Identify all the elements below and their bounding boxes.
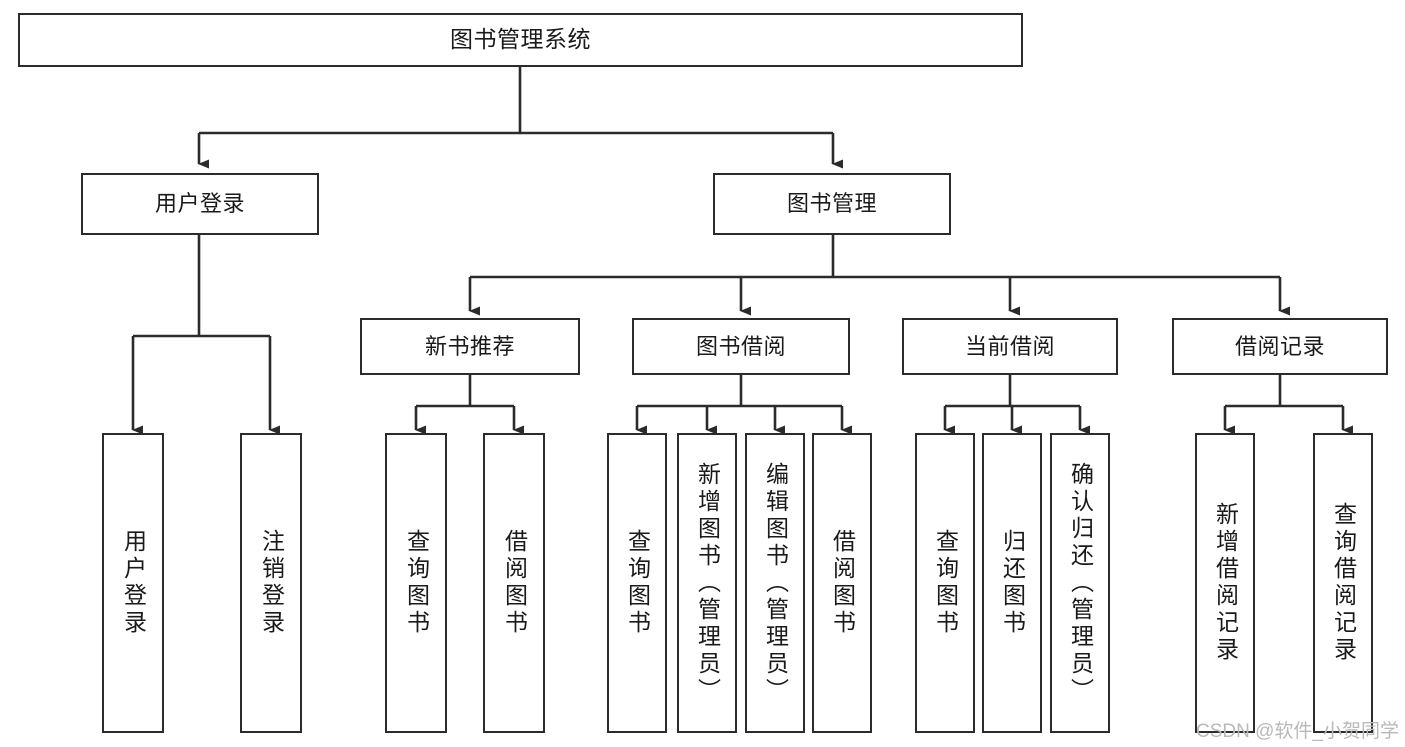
leaf-book-borrow-lend[interactable]: 借阅图书 (812, 433, 872, 733)
node-label: 图书管理 (786, 191, 877, 217)
node-label: 用户登录 (154, 191, 245, 217)
leaf-current-borrow-confirm-return[interactable]: 确认归还（管理员） (1050, 433, 1110, 733)
node-label: 借阅图书 (829, 529, 856, 637)
node-new-book-recommend[interactable]: 新书推荐 (360, 318, 580, 375)
node-label: 归还图书 (999, 529, 1026, 637)
node-book-borrow[interactable]: 图书借阅 (632, 318, 850, 375)
watermark: CSDN @软件_小贺同学 (1196, 721, 1399, 742)
node-label: 当前借阅 (964, 333, 1055, 359)
node-label: 图书借阅 (695, 333, 786, 359)
leaf-new-book-query[interactable]: 查询图书 (385, 433, 447, 733)
node-label: 图书管理系统 (450, 26, 591, 53)
leaf-user-login-signout[interactable]: 注销登录 (240, 433, 302, 733)
node-root-system[interactable]: 图书管理系统 (18, 13, 1023, 67)
node-borrow-record[interactable]: 借阅记录 (1172, 318, 1388, 375)
leaf-book-borrow-query[interactable]: 查询图书 (607, 433, 667, 733)
leaf-borrow-record-add[interactable]: 新增借阅记录 (1195, 433, 1255, 733)
node-label: 借阅记录 (1234, 333, 1325, 359)
node-label: 用户登录 (120, 529, 147, 637)
node-label: 借阅图书 (501, 529, 528, 637)
node-label: 查询借阅记录 (1330, 502, 1357, 664)
leaf-book-borrow-add[interactable]: 新增图书（管理员） (677, 433, 737, 733)
leaf-book-borrow-edit[interactable]: 编辑图书（管理员） (745, 433, 805, 733)
node-label: 新增图书（管理员） (694, 461, 721, 705)
node-label: 新书推荐 (424, 333, 515, 359)
node-book-management[interactable]: 图书管理 (713, 173, 951, 235)
node-label: 查询图书 (624, 529, 651, 637)
leaf-borrow-record-query[interactable]: 查询借阅记录 (1313, 433, 1373, 733)
node-label: 注销登录 (258, 529, 285, 637)
node-label: 查询图书 (403, 529, 430, 637)
node-current-borrow[interactable]: 当前借阅 (902, 318, 1118, 375)
node-label: 确认归还（管理员） (1067, 461, 1094, 705)
leaf-new-book-borrow[interactable]: 借阅图书 (483, 433, 545, 733)
leaf-current-borrow-return[interactable]: 归还图书 (982, 433, 1042, 733)
leaf-user-login-signin[interactable]: 用户登录 (102, 433, 164, 733)
node-user-login[interactable]: 用户登录 (81, 173, 319, 235)
node-label: 新增借阅记录 (1212, 502, 1239, 664)
node-label: 查询图书 (932, 529, 959, 637)
leaf-current-borrow-query[interactable]: 查询图书 (915, 433, 975, 733)
node-label: 编辑图书（管理员） (762, 461, 789, 705)
